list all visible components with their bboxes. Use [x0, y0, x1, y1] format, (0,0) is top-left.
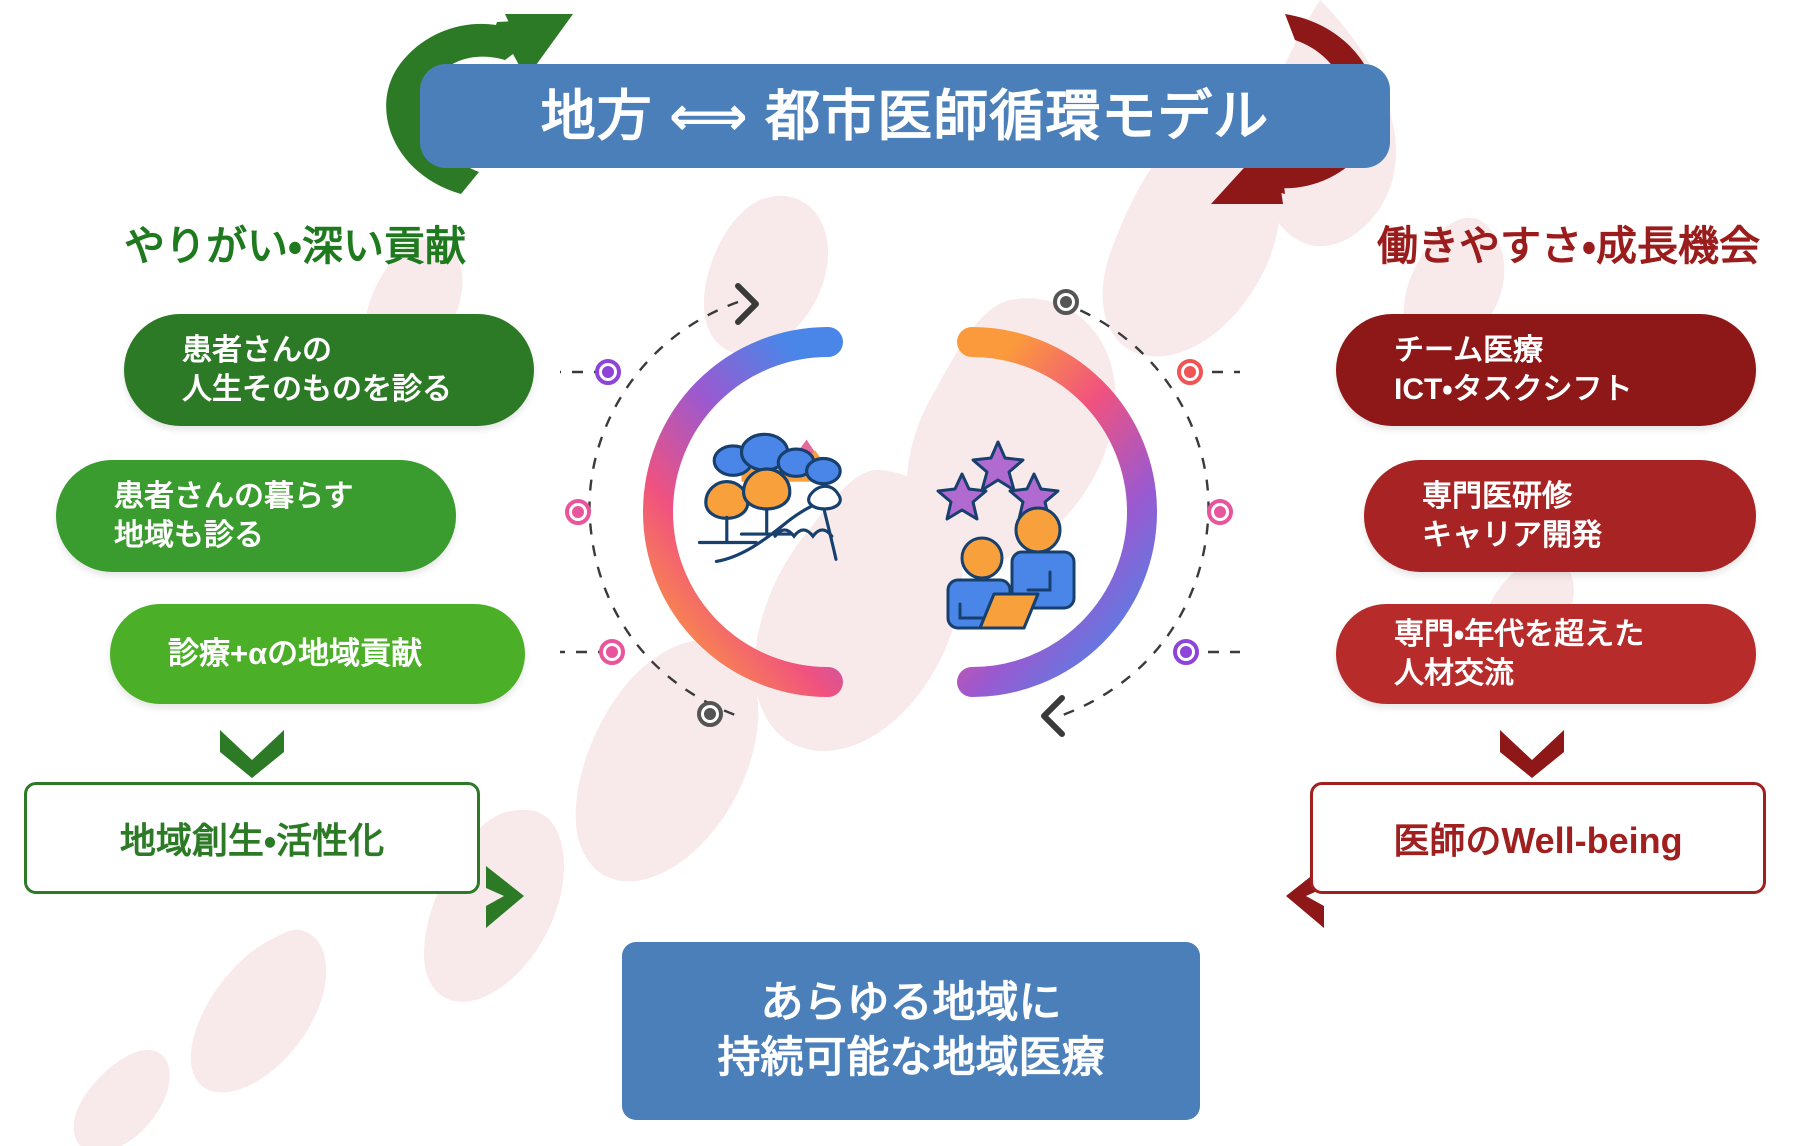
left-down-chevron-icon: [220, 730, 284, 778]
left-item-3-label: 診療+αの地域貢献: [168, 635, 423, 671]
title-block: 地方 ⟺ 都市医師循環モデル: [386, 14, 1410, 204]
left-to-center-chevron-icon: [486, 866, 524, 928]
left-outcome-label: 地域創生・活性化: [119, 820, 385, 861]
dashed-orbit-right: [1059, 300, 1210, 718]
right-item-3[interactable]: 専門・年代を超えた 人材交流: [1336, 604, 1756, 704]
right-outcome-label: 医師のWell-being: [1393, 820, 1683, 861]
right-outcome-box[interactable]: 医師のWell-being: [1310, 782, 1766, 894]
left-item-3[interactable]: 診療+αの地域貢献: [110, 604, 525, 704]
right-column-heading: 働きやすさ・成長機会: [1377, 223, 1760, 269]
orbit-nodes: [565, 289, 1233, 727]
left-column-heading: やりがい・深い貢献: [124, 223, 466, 269]
right-item-1-label: チーム医療 ICT・タスクシフト: [1394, 334, 1633, 406]
left-item-2[interactable]: 患者さんの暮らす 地域も診る: [56, 460, 456, 572]
left-outcome-box[interactable]: 地域創生・活性化: [24, 782, 480, 894]
right-item-2-label: 専門医研修 キャリア開発: [1422, 480, 1602, 552]
page-title: 地方 ⟺ 都市医師循環モデル: [540, 84, 1270, 147]
right-down-chevron-icon: [1500, 730, 1564, 778]
title-banner: 地方 ⟺ 都市医師循環モデル: [420, 64, 1390, 168]
right-item-3-label: 専門・年代を超えた 人材交流: [1394, 618, 1645, 690]
conclusion-box[interactable]: あらゆる地域に 持続可能な地域医療: [622, 942, 1200, 1120]
conclusion-label: あらゆる地域に 持続可能な地域医療: [717, 978, 1105, 1082]
central-circulation-graphic: [560, 283, 1240, 737]
team-collaboration-icon: [936, 440, 1076, 630]
orbit-arrowheads: [735, 283, 1065, 737]
right-item-1[interactable]: チーム医療 ICT・タスクシフト: [1336, 314, 1756, 426]
orbit-arrow-top: [735, 283, 759, 325]
rural-landscape-icon: [697, 432, 842, 563]
arc-right: [957, 327, 1157, 697]
orbit-arrow-bottom: [1041, 695, 1065, 737]
right-item-2[interactable]: 専門医研修 キャリア開発: [1364, 460, 1756, 572]
left-item-2-label: 患者さんの暮らす 地域も診る: [114, 480, 354, 552]
left-item-1-label: 患者さんの 人生そのものを診る: [182, 334, 452, 406]
left-item-1[interactable]: 患者さんの 人生そのものを診る: [124, 314, 534, 426]
arc-left: [643, 327, 843, 697]
dashed-connectors: [560, 370, 1240, 654]
dashed-orbit-left: [588, 300, 739, 718]
